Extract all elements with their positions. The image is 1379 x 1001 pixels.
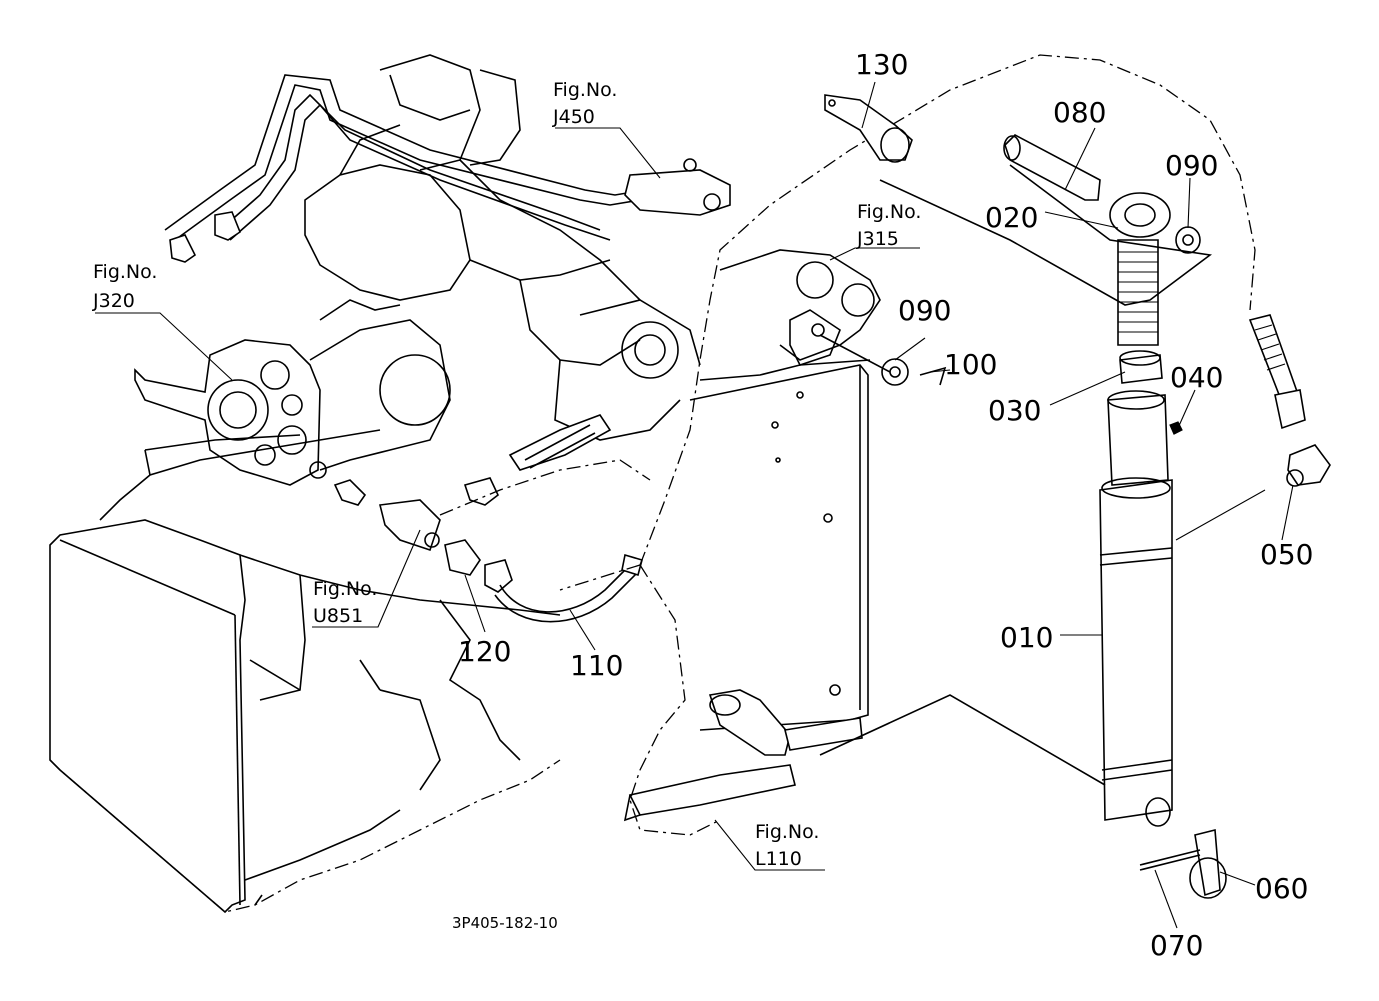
fig-ref-label-l110: Fig.No. [755,821,819,843]
part-number-100: 100 [944,348,997,381]
part-number-010: 010 [1000,621,1053,654]
part-number-120: 120 [458,635,511,668]
fig-ref-code-j450: J450 [552,106,595,128]
fig-ref-label-u851: Fig.No. [313,578,377,600]
rod-end-020 [1109,192,1171,238]
part-number-070: 070 [1150,929,1203,962]
leader-lines [95,81,1294,929]
part-number-130: 130 [855,48,908,81]
lynch-pin-060 [1194,828,1221,897]
elbow-050 [1287,444,1331,486]
part-number-020: 020 [985,201,1038,234]
fig-ref-label-j320: Fig.No. [93,261,157,283]
part-number-080: 080 [1053,96,1106,129]
fig-ref-code-l110: L110 [755,848,802,870]
drawing-code: 3P405-182-10 [452,914,558,932]
fig-ref-label-j315: Fig.No. [857,201,921,223]
part-number-110: 110 [570,649,623,682]
top-link-assembly-drawing [819,94,1331,899]
part-number-060: 060 [1255,872,1308,905]
fig-ref-code-u851: U851 [313,605,363,627]
part-number-040: 040 [1170,361,1223,394]
transmission-housing-drawing [49,54,881,914]
nut-030 [1119,354,1163,384]
fig-ref-code-j315: J315 [856,228,899,250]
part-number-050: 050 [1260,538,1313,571]
fig-ref-label-j450: Fig.No. [553,79,617,101]
fig-ref-code-j320: J320 [92,290,135,312]
part-number-090-lower: 090 [898,294,951,327]
part-number-030: 030 [988,394,1041,427]
part-number-090-upper: 090 [1165,149,1218,182]
assembly-boundary-line-lower [629,564,721,836]
clamp-130 [824,94,913,161]
assembly-boundary-line [639,54,1256,566]
